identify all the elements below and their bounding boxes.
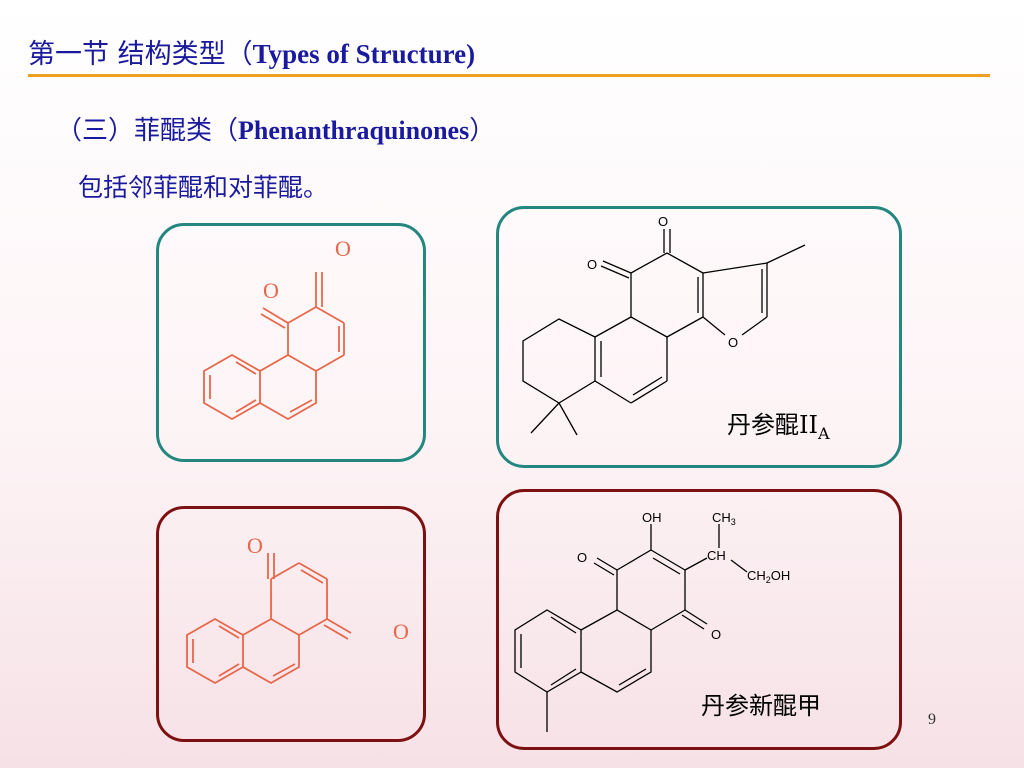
section-heading-open: （三）菲醌类（ bbox=[56, 116, 239, 146]
title-underline bbox=[28, 74, 990, 77]
section-heading: （三）菲醌类（Phenanthraquinones） bbox=[56, 110, 495, 147]
oxygen-label-top: O bbox=[335, 236, 351, 261]
atom-oxygen-right: O bbox=[711, 627, 721, 642]
oxygen-label-left: O bbox=[263, 278, 279, 303]
ortho-phenanthraquinone-card: O O bbox=[156, 223, 426, 462]
tanshinone-name-main: 丹参醌II bbox=[727, 411, 818, 439]
atom-oxygen-furan: O bbox=[728, 335, 738, 350]
group-methine: CH bbox=[707, 548, 726, 563]
oxygen-label-upper: O bbox=[247, 533, 263, 558]
para-phenanthraquinone-structure: O O bbox=[186, 533, 409, 685]
slide-title: 第一节 结构类型（Types of Structure) bbox=[28, 32, 475, 71]
tanshinone-card: O O O 丹参醌IIA bbox=[496, 206, 902, 468]
para-phenanthraquinone-card: O O bbox=[156, 506, 426, 742]
atom-oxygen-top: O bbox=[658, 214, 668, 229]
page-number: 9 bbox=[928, 711, 936, 728]
section-heading-english: Phenanthraquinones bbox=[238, 116, 470, 145]
section-description: 包括邻菲醌和对菲醌。 bbox=[78, 173, 329, 202]
section-heading-close: ） bbox=[469, 116, 496, 146]
atom-oxygen-left: O bbox=[587, 257, 597, 272]
tanshinone-structure: O O O bbox=[522, 214, 806, 436]
group-methyl: CH3 bbox=[712, 510, 736, 527]
group-hydroxyl: OH bbox=[642, 510, 662, 525]
tanshinone-name: 丹参醌IIA bbox=[727, 405, 830, 443]
ortho-phenanthraquinone-structure: O O bbox=[203, 236, 351, 421]
title-chinese: 第一节 结构类型（ bbox=[28, 39, 253, 70]
neotanshinone-structure: OH CH3 CH CH2OH O O bbox=[514, 510, 790, 732]
neotanshinone-name: 丹参新醌甲 bbox=[701, 692, 821, 720]
group-hydroxymethyl: CH2OH bbox=[747, 568, 790, 585]
tanshinone-name-subscript: A bbox=[817, 423, 830, 443]
oxygen-label-right: O bbox=[393, 619, 409, 644]
neotanshinone-card: OH CH3 CH CH2OH O O 丹参新醌甲 bbox=[496, 489, 902, 750]
title-english: Types of Structure) bbox=[252, 39, 476, 69]
atom-oxygen-left: O bbox=[577, 550, 587, 565]
